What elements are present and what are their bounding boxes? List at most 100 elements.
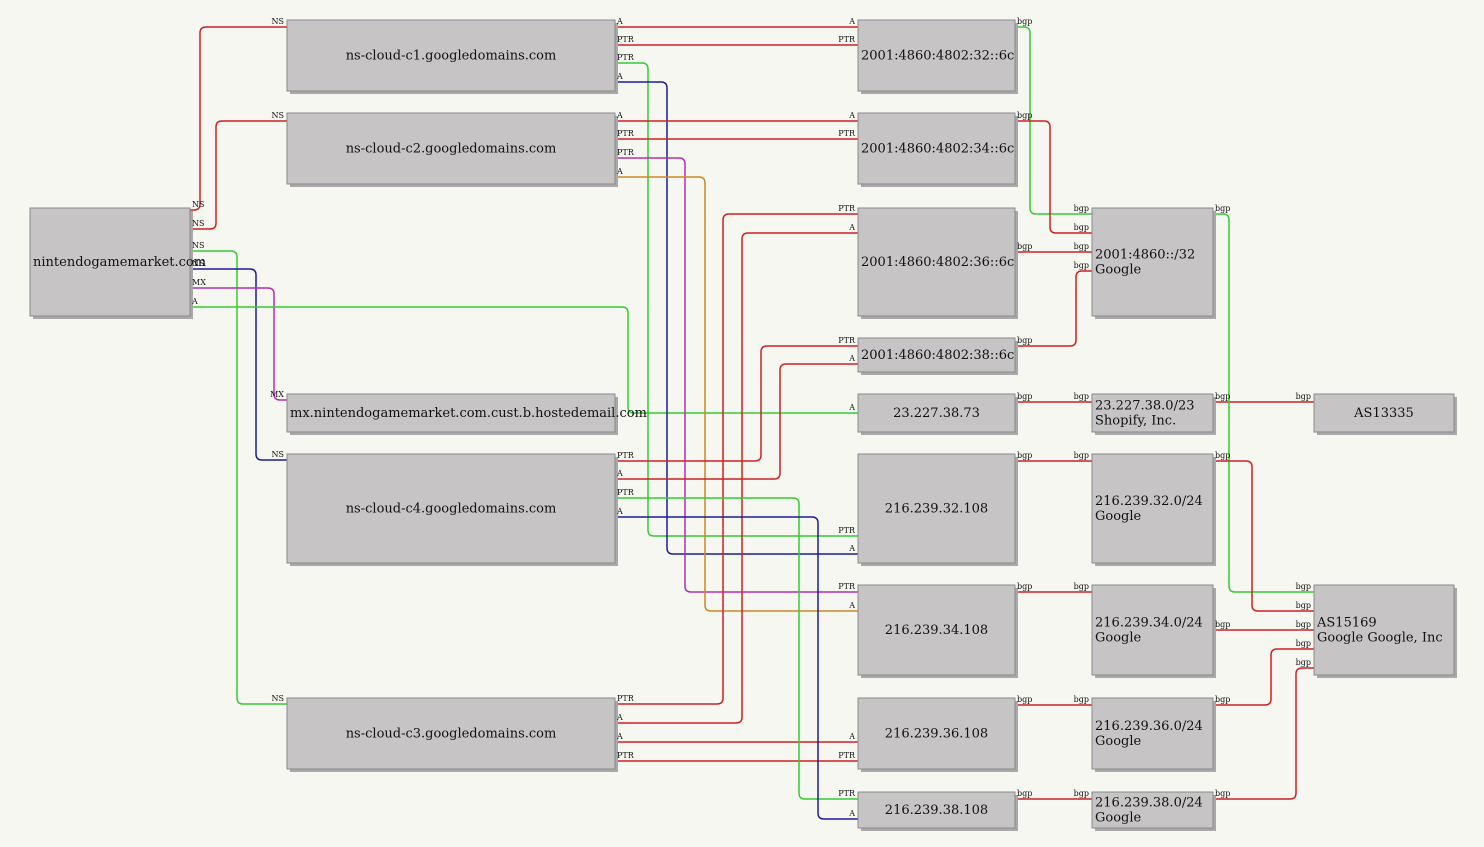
node-label: 23.227.38.0/23 — [1095, 399, 1195, 414]
edge-label-source: NS — [192, 259, 204, 268]
node-ip21632[interactable]: 216.239.32.108 — [857, 453, 1018, 566]
node-label: 2001:4860:4802:32::6c — [861, 49, 1014, 64]
node-sublabel: Google — [1095, 811, 1142, 826]
node-label: 216.239.38.0/24 — [1095, 796, 1203, 811]
edge-label-source: NS — [192, 241, 204, 250]
edge-label-source: PTR — [617, 451, 635, 460]
node-box — [857, 584, 1016, 676]
edge-label-source: bgp — [1215, 695, 1230, 704]
edge-label-target: bgp — [1074, 242, 1089, 251]
edge-ns-root-c2 — [190, 120, 287, 230]
edge-label-target: bgp — [1296, 658, 1311, 667]
node-label: ns-cloud-c4.googledomains.com — [346, 502, 557, 517]
edge-label-source: A — [616, 167, 623, 176]
node-box — [286, 112, 616, 185]
node-c4[interactable]: ns-cloud-c4.googledomains.com — [286, 453, 618, 566]
node-ip36[interactable]: 2001:4860:4802:36::6c — [857, 207, 1018, 319]
edge-label-target: bgp — [1074, 789, 1089, 798]
node-mx[interactable]: mx.nintendogamemarket.com.cust.b.hostede… — [286, 393, 647, 435]
node-c2[interactable]: ns-cloud-c2.googledomains.com — [286, 112, 618, 187]
edge-label-source: bgp — [1017, 789, 1032, 798]
edge-label-target: NS — [272, 694, 284, 703]
node-ip34[interactable]: 2001:4860:4802:34::6c — [857, 112, 1018, 187]
edge-label-source: PTR — [617, 488, 635, 497]
edge-label-source: NS — [192, 219, 204, 228]
nodes-layer: nintendogamemarket.com ns-cloud-c1.google… — [29, 19, 1457, 831]
node-ip21634[interactable]: 216.239.34.108 — [857, 584, 1018, 678]
edge-label-target: bgp — [1296, 620, 1311, 629]
edge-ns-root-c3 — [190, 250, 287, 705]
edge-label-target: PTR — [838, 582, 856, 591]
node-box — [286, 393, 616, 433]
node-ip2327[interactable]: 23.227.38.73 — [857, 393, 1018, 435]
edge-bgp-ip34-pfx6 — [1015, 120, 1092, 234]
edge-label-source: bgp — [1017, 392, 1032, 401]
node-box — [286, 697, 616, 770]
node-box — [1313, 584, 1455, 676]
node-ip38[interactable]: 2001:4860:4802:38::6c — [857, 337, 1018, 375]
node-ip32[interactable]: 2001:4860:4802:32::6c — [857, 19, 1018, 94]
edge-label-source: NS — [192, 200, 204, 209]
node-c1[interactable]: ns-cloud-c1.googledomains.com — [286, 19, 618, 94]
edge-label-target: PTR — [838, 751, 856, 760]
edge-label-source: bgp — [1017, 111, 1032, 120]
node-label: 216.239.36.0/24 — [1095, 719, 1203, 734]
node-ip21636[interactable]: 216.239.36.108 — [857, 697, 1018, 772]
edge-label-target: PTR — [838, 129, 856, 138]
edge-label-target: bgp — [1074, 451, 1089, 460]
node-label: ns-cloud-c3.googledomains.com — [346, 727, 557, 742]
node-box — [857, 393, 1016, 433]
node-box — [1091, 791, 1214, 829]
node-box — [286, 19, 616, 92]
node-label: 216.239.34.0/24 — [1095, 616, 1203, 631]
edges-layer — [190, 26, 1314, 820]
node-sublabel: Google Google, Inc — [1317, 631, 1443, 646]
edge-label-target: A — [848, 601, 855, 610]
node-box — [857, 207, 1016, 317]
edge-label-source: PTR — [617, 751, 635, 760]
node-box — [1091, 584, 1214, 676]
node-label: nintendogamemarket.com — [33, 255, 206, 270]
edge-label-target: A — [848, 809, 855, 818]
node-box — [857, 697, 1016, 770]
edge-label-source: bgp — [1017, 451, 1032, 460]
edge-bgp-pfx38-as15169 — [1213, 667, 1314, 800]
edge-ptr-c4-ip21638 — [615, 497, 858, 800]
edge-label-target: MX — [270, 390, 284, 399]
edge-a-c1-ip21632 — [615, 81, 858, 555]
node-root[interactable]: nintendogamemarket.com — [29, 207, 206, 319]
node-label: ns-cloud-c2.googledomains.com — [346, 142, 557, 157]
edge-label-source: PTR — [617, 694, 635, 703]
edge-label-target: bgp — [1074, 223, 1089, 232]
node-label: 2001:4860::/32 — [1095, 248, 1195, 263]
node-label: 216.239.32.0/24 — [1095, 494, 1203, 509]
edge-label-source: A — [616, 469, 623, 478]
edge-ptr-c1-ip21632 — [615, 62, 858, 537]
node-label: AS13335 — [1353, 406, 1414, 421]
edge-bgp-pfx36-as15169 — [1213, 648, 1314, 706]
edge-label-target: PTR — [838, 789, 856, 798]
node-ip21638[interactable]: 216.239.38.108 — [857, 791, 1018, 831]
edge-ns-root-c1 — [190, 26, 287, 211]
edge-label-target: bgp — [1296, 392, 1311, 401]
edge-label-source: A — [616, 72, 623, 81]
node-box — [1091, 393, 1214, 433]
node-box — [286, 453, 616, 564]
edge-label-target: bgp — [1296, 582, 1311, 591]
edge-label-source: bgp — [1215, 620, 1230, 629]
edge-label-target: bgp — [1074, 392, 1089, 401]
node-as13335[interactable]: AS13335 — [1313, 393, 1457, 435]
edge-label-target: A — [848, 544, 855, 553]
node-label: 216.239.32.108 — [885, 502, 988, 517]
edge-bgp-pfx6-as15169 — [1213, 213, 1314, 593]
node-box — [857, 453, 1016, 564]
node-c3[interactable]: ns-cloud-c3.googledomains.com — [286, 697, 618, 772]
